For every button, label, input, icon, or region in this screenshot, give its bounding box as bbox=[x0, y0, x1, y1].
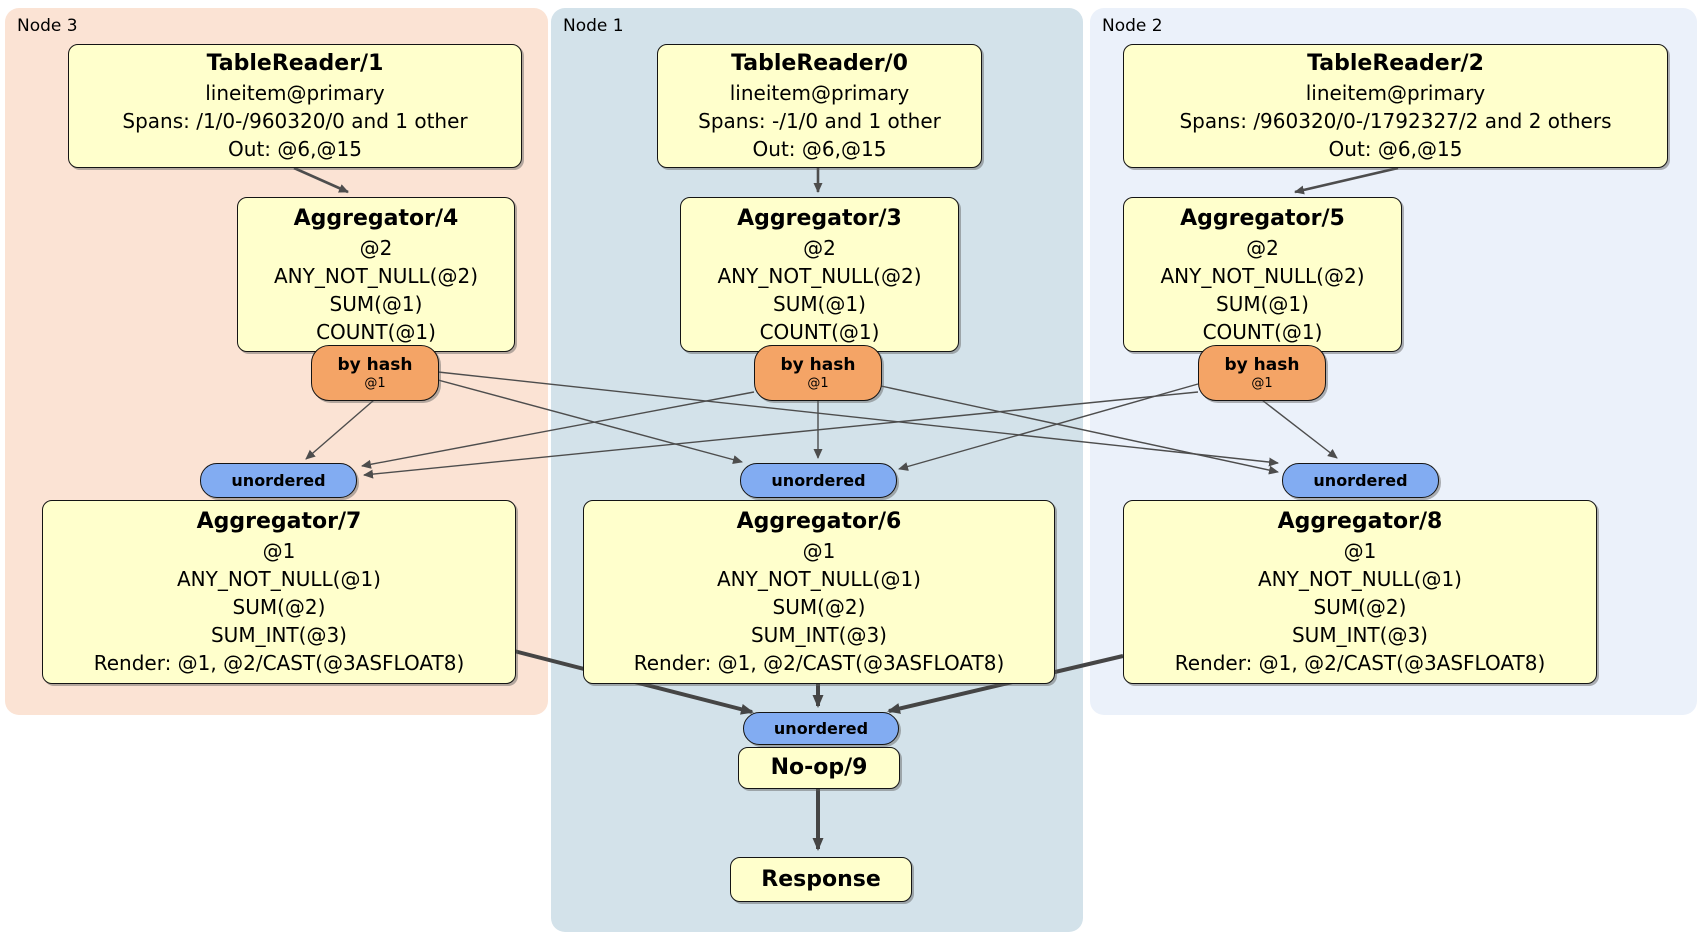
processor-detail-line: COUNT(@1) bbox=[759, 319, 880, 344]
processor-detail-line: Spans: /1/0-/960320/0 and 1 other bbox=[122, 109, 468, 133]
processor-detail-line: Out: @6,@15 bbox=[752, 137, 887, 161]
region-label-node-3: Node 3 bbox=[17, 16, 78, 36]
router-by-hash-4: by hash @1 bbox=[311, 345, 439, 401]
edge-bh4-u7 bbox=[305, 399, 375, 460]
processor-detail-line: Render: @1, @2/CAST(@3ASFLOAT8) bbox=[93, 651, 465, 675]
processor-title: Aggregator/7 bbox=[196, 509, 362, 534]
processor-detail-line: lineitem@primary bbox=[1305, 81, 1486, 105]
processor-detail-line: ANY_NOT_NULL(@2) bbox=[1160, 263, 1365, 288]
processor-detail-line: SUM(@1) bbox=[329, 291, 423, 316]
processor-title: Aggregator/3 bbox=[737, 205, 902, 231]
processor-detail-line: COUNT(@1) bbox=[1202, 319, 1323, 344]
processor-noop-9: No-op/9 bbox=[738, 747, 900, 789]
edge-bh5-u7 bbox=[363, 391, 1199, 479]
processor-detail-line: @1 bbox=[1343, 539, 1377, 563]
sync-unordered-8: unordered bbox=[1282, 463, 1439, 498]
processor-detail-line: Out: @6,@15 bbox=[228, 137, 362, 161]
processor-detail-line: @1 bbox=[262, 539, 296, 563]
edge-bh3-u8 bbox=[880, 385, 1279, 475]
processor-title: No-op/9 bbox=[770, 755, 868, 780]
processor-detail-line: @2 bbox=[803, 235, 836, 260]
processor-detail-line: lineitem@primary bbox=[729, 81, 910, 105]
router-by-hash-3: by hash @1 bbox=[754, 345, 882, 401]
processor-detail-line: SUM(@2) bbox=[1313, 595, 1407, 619]
edge-bh3-u7 bbox=[361, 391, 755, 469]
response-title: Response bbox=[761, 866, 881, 892]
processor-title: Aggregator/4 bbox=[293, 205, 459, 231]
sync-label: unordered bbox=[231, 471, 326, 490]
edge-bh4-u8 bbox=[437, 371, 1279, 467]
edge-tr2-agg5 bbox=[1294, 166, 1399, 195]
processor-detail-line: SUM_INT(@3) bbox=[210, 623, 347, 647]
edge-bh5-u6 bbox=[898, 383, 1199, 471]
region-label-node-2: Node 2 bbox=[1102, 16, 1163, 36]
processor-detail-line: Spans: -/1/0 and 1 other bbox=[698, 109, 941, 133]
processor-title: TableReader/1 bbox=[206, 51, 384, 76]
edge-bh4-u6 bbox=[437, 379, 743, 465]
edge-bh5-u8 bbox=[1261, 399, 1338, 459]
response-box: Response bbox=[730, 857, 912, 902]
processor-title: Aggregator/6 bbox=[736, 509, 902, 534]
router-detail: @1 bbox=[807, 376, 829, 391]
processor-detail-line: ANY_NOT_NULL(@1) bbox=[176, 567, 381, 591]
processor-detail-line: ANY_NOT_NULL(@1) bbox=[716, 567, 921, 591]
region-label-node-1: Node 1 bbox=[563, 16, 624, 36]
processor-detail-line: SUM(@1) bbox=[1216, 291, 1309, 316]
processor-detail-line: ANY_NOT_NULL(@1) bbox=[1257, 567, 1462, 591]
processor-detail-line: @2 bbox=[1246, 235, 1279, 260]
sync-unordered-7: unordered bbox=[200, 463, 357, 498]
router-detail: @1 bbox=[364, 376, 386, 391]
processor-detail-line: SUM_INT(@3) bbox=[1291, 623, 1428, 647]
sync-label: unordered bbox=[1313, 471, 1408, 490]
processor-detail-line: Render: @1, @2/CAST(@3ASFLOAT8) bbox=[633, 651, 1005, 675]
router-label: by hash bbox=[1224, 355, 1300, 375]
processor-detail-line: ANY_NOT_NULL(@2) bbox=[274, 263, 478, 288]
router-label: by hash bbox=[337, 355, 413, 375]
processor-title: Aggregator/5 bbox=[1180, 205, 1345, 231]
router-label: by hash bbox=[780, 355, 856, 375]
processor-detail-line: @2 bbox=[359, 235, 393, 260]
processor-title: TableReader/0 bbox=[731, 51, 908, 76]
processor-detail-line: @1 bbox=[802, 539, 836, 563]
processor-detail-line: SUM(@1) bbox=[773, 291, 866, 316]
processor-detail-line: ANY_NOT_NULL(@2) bbox=[717, 263, 922, 288]
router-by-hash-5: by hash @1 bbox=[1198, 345, 1326, 401]
sync-unordered-final: unordered bbox=[743, 712, 899, 745]
processor-detail-line: Out: @6,@15 bbox=[1328, 137, 1463, 161]
processor-title: Aggregator/8 bbox=[1277, 509, 1443, 534]
router-detail: @1 bbox=[1251, 376, 1273, 391]
processor-detail-line: SUM_INT(@3) bbox=[750, 623, 887, 647]
edge-tr1-agg4 bbox=[293, 166, 349, 194]
sync-label: unordered bbox=[771, 471, 866, 490]
processor-detail-line: lineitem@primary bbox=[205, 81, 385, 105]
processor-detail-line: Spans: /960320/0-/1792327/2 and 2 others bbox=[1179, 109, 1612, 133]
processor-detail-line: SUM(@2) bbox=[772, 595, 866, 619]
sync-unordered-6: unordered bbox=[740, 463, 897, 498]
sync-label: unordered bbox=[773, 719, 869, 738]
processor-detail-line: SUM(@2) bbox=[232, 595, 326, 619]
processor-detail-line: Render: @1, @2/CAST(@3ASFLOAT8) bbox=[1174, 651, 1546, 675]
processor-detail-line: COUNT(@1) bbox=[316, 319, 436, 344]
processor-title: TableReader/2 bbox=[1307, 51, 1484, 76]
